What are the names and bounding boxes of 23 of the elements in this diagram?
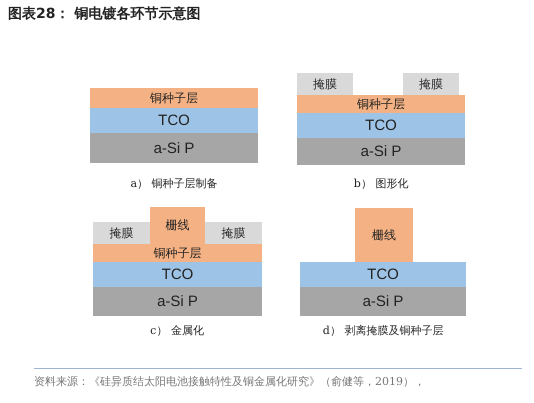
panel-caption: b） 图形化 bbox=[354, 176, 408, 191]
copper-seed-layer: 铜种子层 bbox=[93, 244, 262, 262]
figure-title: 图表28： 铜电镀各环节示意图 bbox=[8, 5, 200, 23]
source-note: 资料来源：《硅异质结太阳电池接触特性及铜金属化研究》（俞健等，2019）， bbox=[34, 374, 425, 389]
panel-caption: a） 铜种子层制备 bbox=[130, 176, 218, 191]
grid-line-block: 栅线 bbox=[150, 207, 205, 244]
tco-layer: TCO bbox=[93, 262, 262, 287]
tco-layer: TCO bbox=[300, 262, 466, 287]
mask-block: 掩膜 bbox=[93, 222, 150, 244]
copper-seed-layer: 铜种子层 bbox=[297, 95, 465, 113]
mask-block: 掩膜 bbox=[297, 73, 353, 95]
panel-caption: d） 剥离掩膜及铜种子层 bbox=[322, 323, 444, 338]
silicon-layer: a-Si P bbox=[90, 133, 258, 163]
panel-caption: c） 金属化 bbox=[150, 323, 204, 338]
tco-layer: TCO bbox=[90, 108, 258, 133]
mask-block: 掩膜 bbox=[205, 222, 262, 244]
tco-layer: TCO bbox=[297, 113, 465, 138]
silicon-layer: a-Si P bbox=[93, 287, 262, 316]
silicon-layer: a-Si P bbox=[300, 287, 466, 316]
grid-line-block: 栅线 bbox=[355, 208, 413, 262]
silicon-layer: a-Si P bbox=[297, 138, 465, 165]
mask-block: 掩膜 bbox=[403, 73, 459, 95]
copper-seed-layer: 铜种子层 bbox=[90, 88, 258, 108]
